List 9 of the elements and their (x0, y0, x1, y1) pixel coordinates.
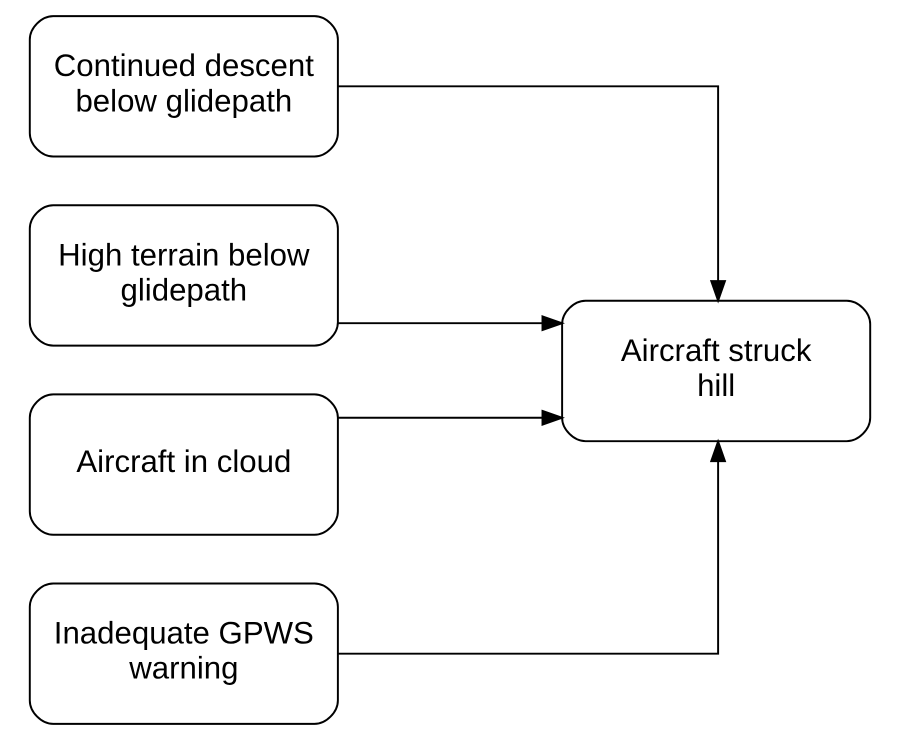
arrow (338, 85, 726, 304)
arrow (338, 438, 726, 655)
node-box: Aircraft struck hill (561, 300, 872, 442)
node-box: High terrain below glidepath (28, 204, 339, 347)
node-box: Aircraft in cloud (28, 393, 339, 536)
arrow (338, 315, 565, 332)
node-box: Inadequate GPWS warning (28, 582, 339, 725)
arrow (338, 410, 565, 426)
node-box: Continued descent below glidepath (28, 15, 339, 158)
